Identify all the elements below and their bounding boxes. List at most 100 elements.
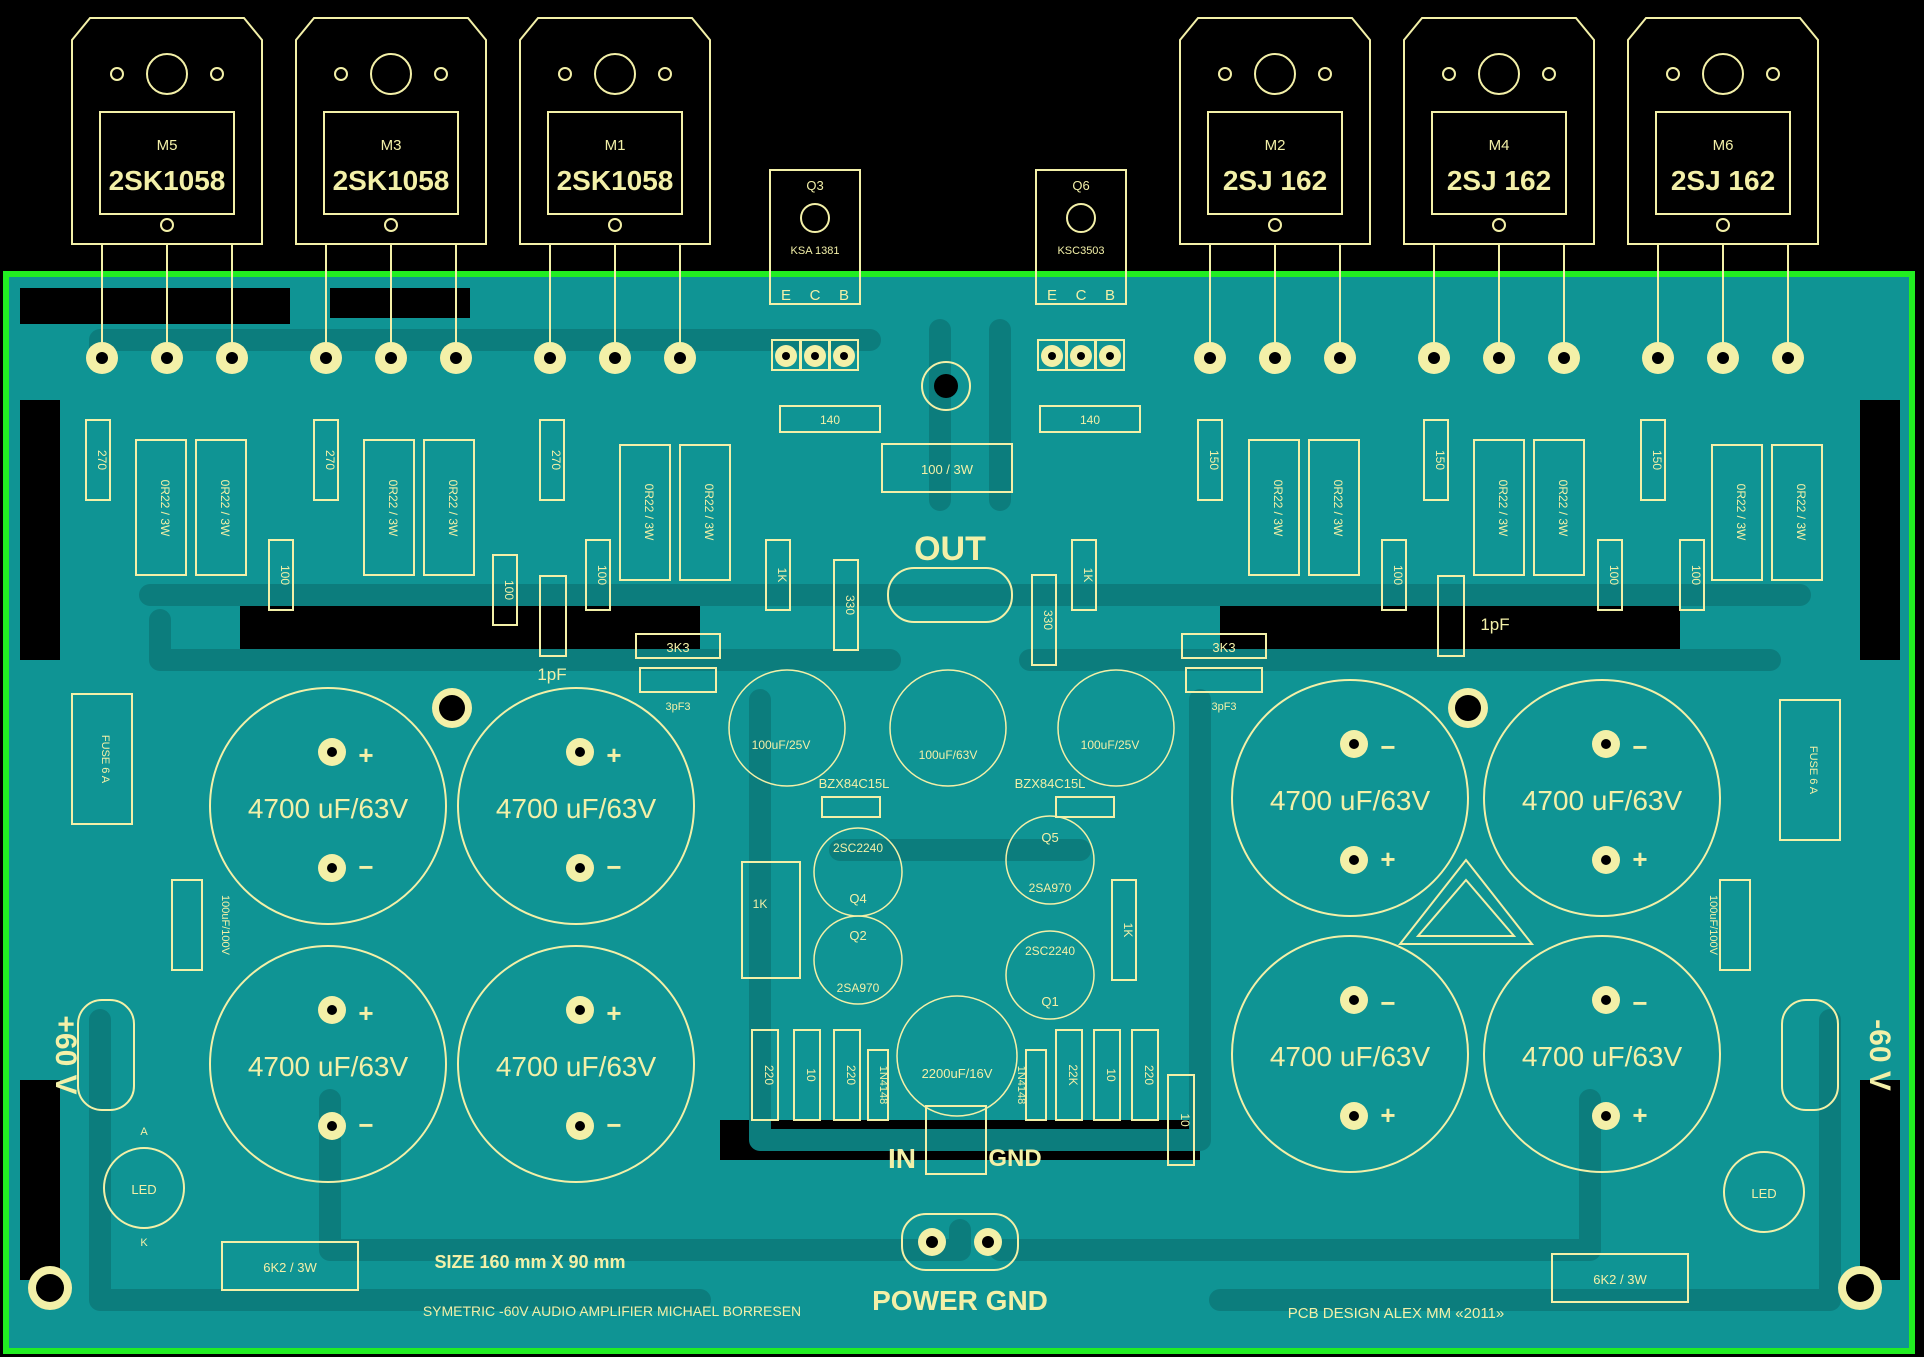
copper-traces: [89, 319, 1841, 1311]
mosfet-m5: M5 2SK1058: [71, 17, 263, 374]
resistor-10-c: [1167, 1074, 1195, 1166]
fuse-right: [1779, 699, 1841, 841]
label-0r22: 0R22 / 3W: [158, 480, 172, 537]
mounting-hole-drill: [36, 1274, 64, 1302]
capacitor-3pf3: [639, 667, 717, 693]
supply-terminal-plus: [77, 999, 135, 1111]
supply-terminal-minus: [1781, 999, 1839, 1111]
power-gnd-label: POWER GND: [872, 1285, 1048, 1316]
cap-polarity: −: [606, 852, 621, 882]
right-supply-side: FUSE 6 A 100uF/100V -60 V LED 6K2 / 3W P…: [1288, 699, 1896, 1322]
resistor-0r22: [679, 444, 731, 581]
resistor-0r22: [1711, 444, 1763, 581]
driver-pin-label: B: [1105, 287, 1115, 304]
transistor-q1: [1005, 930, 1095, 1020]
cap-100uf-100v-left: [171, 879, 203, 971]
cap-value: 4700 uF/63V: [1270, 1041, 1431, 1072]
label-0r22: 0R22 / 3W: [386, 480, 400, 537]
mounting-hole-top: [921, 361, 971, 411]
mosfet-ref: M5: [157, 137, 178, 154]
driver-part: KSC3503: [1057, 245, 1104, 257]
cap-4700uf-63v: 4700 uF/63V−+: [1483, 679, 1721, 917]
power-ground-connector: POWER GND: [872, 1213, 1048, 1316]
label-0r22: 0R22 / 3W: [642, 484, 656, 541]
cap-polarity: +: [358, 998, 373, 1028]
cap-polarity: +: [1632, 1100, 1647, 1130]
resistor-140-left: [779, 405, 881, 433]
size-label: SIZE 160 mm X 90 mm: [434, 1252, 625, 1272]
resistor-0r22: [619, 444, 671, 581]
resistor-bank-right: 150 0R22 / 3W 0R22 / 3W 100 150 0R22 / 3…: [1181, 419, 1823, 713]
label-0r22: 0R22 / 3W: [218, 480, 232, 537]
cap-polarity: −: [358, 852, 373, 882]
label-0r22: 0R22 / 3W: [1794, 484, 1808, 541]
label-3k3: 3K3: [666, 640, 689, 655]
mounting-hole-drill: [439, 695, 465, 721]
label-100uf100v: 100uF/100V: [1707, 895, 1719, 956]
label-pot: 1K: [753, 897, 768, 911]
bias-network: 140 140 100 / 3W 1K 1K 330 330 OUT: [765, 361, 1141, 666]
label-0r22: 0R22 / 3W: [702, 484, 716, 541]
label-q2-ref: Q2: [849, 928, 866, 943]
mosfet-part: 2SJ 162: [1223, 165, 1327, 196]
resistor-0r22: [135, 439, 187, 576]
cap-polarity: −: [358, 1110, 373, 1140]
label-led-k: K: [140, 1237, 148, 1249]
cap-polarity: −: [1380, 988, 1395, 1018]
pad-drill: [926, 1236, 938, 1248]
mosfet-ref: M2: [1265, 137, 1286, 154]
mosfet-part: 2SK1058: [109, 165, 226, 196]
label-q4-ref: Q4: [849, 891, 866, 906]
resistor-6k2-right: [1551, 1253, 1689, 1303]
resistor-0r22: [1533, 439, 1585, 576]
resistor-100-3w: [881, 443, 1013, 493]
resistor-100: [1381, 539, 1407, 611]
resistor-150: [1640, 419, 1666, 501]
label-100: 100: [1607, 565, 1621, 585]
resistor-0r22: [1771, 444, 1823, 581]
zener-left: [821, 796, 881, 818]
cap-polarity: +: [1632, 844, 1647, 874]
label-220: 220: [1142, 1065, 1156, 1085]
cap-polarity: +: [1380, 1100, 1395, 1130]
cap-value: 4700 uF/63V: [1522, 785, 1683, 816]
resistor-0r22: [195, 439, 247, 576]
label-6k2: 6K2 / 3W: [1593, 1272, 1647, 1287]
resistor-330-left: [833, 559, 859, 651]
label-1n4148: 1N4148: [877, 1066, 889, 1105]
label-0r22: 0R22 / 3W: [1496, 480, 1510, 537]
label-10: 10: [1104, 1068, 1118, 1082]
label-q1-part: 2SC2240: [1025, 944, 1075, 958]
driver-pin-label: B: [839, 287, 849, 304]
label-zener-left: BZX84C15L: [819, 776, 890, 791]
label-3pf3: 3pF3: [1211, 701, 1236, 713]
resistor-22k: [1055, 1029, 1083, 1121]
resistor-270: [313, 419, 339, 501]
label-330: 330: [843, 595, 857, 615]
mosfet-ref: M3: [381, 137, 402, 154]
label-0r22: 0R22 / 3W: [1271, 480, 1285, 537]
resistor-100: [1597, 539, 1623, 611]
label-6k2: 6K2 / 3W: [263, 1260, 317, 1275]
label-100-3w: 100 / 3W: [921, 462, 974, 477]
transistor-q2: [813, 915, 903, 1005]
cap-polarity: +: [606, 740, 621, 770]
label-10: 10: [1178, 1113, 1192, 1127]
label-140: 140: [1080, 413, 1100, 427]
mounting-holes: [28, 688, 1882, 1310]
cap-polarity: −: [1632, 988, 1647, 1018]
label-q2-part: 2SA970: [837, 981, 880, 995]
input-network: 220 10 220 1N4148 2200uF/16V 1N4148 22K …: [751, 995, 1195, 1175]
label-270: 270: [95, 450, 109, 470]
mosfet-part: 2SK1058: [557, 165, 674, 196]
resistor-10-a: [793, 1029, 821, 1121]
resistor-220-b: [833, 1029, 861, 1121]
label-0r22: 0R22 / 3W: [1734, 484, 1748, 541]
zener-right: [1055, 796, 1115, 818]
